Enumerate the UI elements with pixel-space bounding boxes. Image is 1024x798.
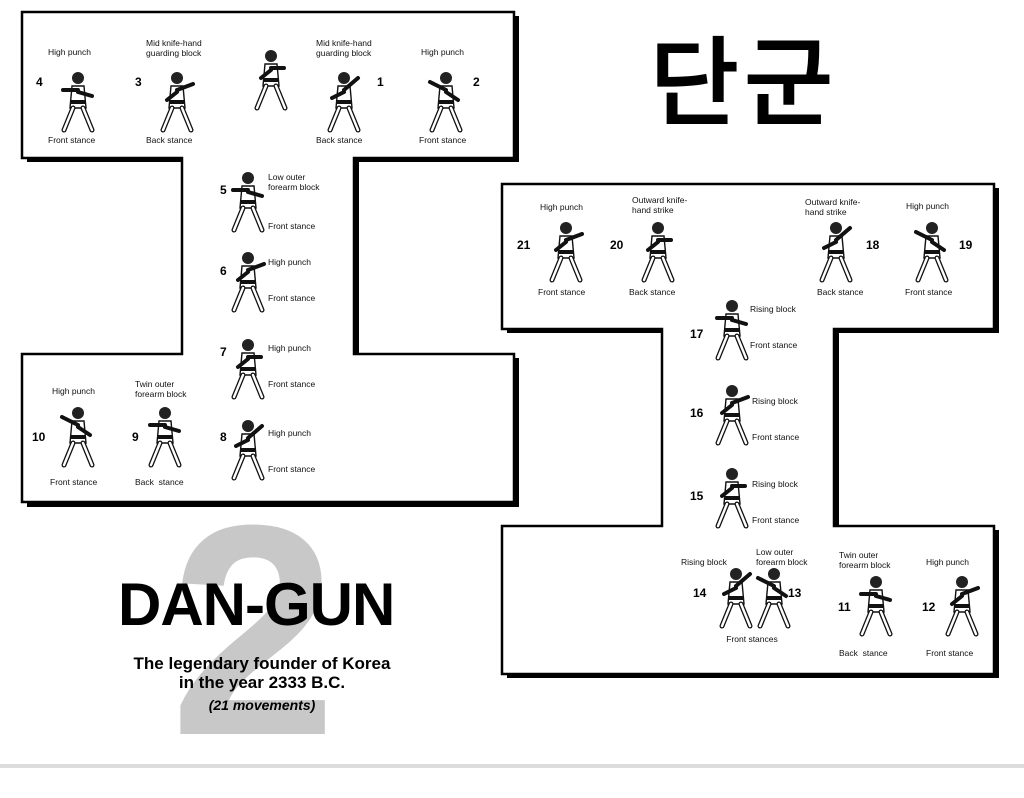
movement-number: 8 [220, 430, 227, 444]
stance-label: Front stance [268, 379, 316, 389]
pattern-number-watermark: 2 [170, 462, 337, 798]
stance-label: Back stance [146, 135, 193, 145]
technique-label: High punch [52, 386, 96, 396]
technique-label: Outward knife- hand strike [805, 197, 861, 217]
movement-figure [251, 48, 291, 112]
stance-label: Front stance [268, 293, 316, 303]
left-path-outline [20, 10, 516, 504]
movement-figure [228, 418, 268, 482]
stance-label: Front stance [268, 464, 316, 474]
technique-label: High punch [268, 343, 312, 353]
movement-figure [712, 298, 752, 362]
movement-number: 18 [866, 238, 880, 252]
movement-number: 5 [220, 183, 227, 197]
technique-label: Twin outer forearm block [839, 550, 891, 570]
movement-number: 11 [838, 600, 851, 614]
movement-number: 1 [377, 75, 384, 89]
movement-figure [228, 250, 268, 314]
stance-label: Front stance [926, 648, 974, 658]
movement-figure [546, 220, 586, 284]
movement-number: 20 [610, 238, 624, 252]
movement-number: 6 [220, 264, 227, 278]
stance-label: Front stance [268, 221, 316, 231]
movement-count: (21 movements) [208, 697, 316, 713]
stance-label: Front stance [419, 135, 467, 145]
movement-figure [856, 574, 896, 638]
movement-number: 4 [36, 75, 43, 89]
movement-figure [58, 70, 98, 134]
technique-label: High punch [540, 202, 584, 212]
technique-label: High punch [906, 201, 950, 211]
technique-label: Rising block [752, 396, 798, 406]
stance-label: Front stance [905, 287, 953, 297]
stance-label: Back stance [316, 135, 363, 145]
movement-number: 2 [473, 75, 480, 89]
stance-label: Front stance [538, 287, 586, 297]
movement-figure [816, 220, 856, 284]
technique-label: Low outer forearm block [756, 547, 808, 567]
stance-label: Front stance [750, 340, 798, 350]
movement-number: 19 [959, 238, 973, 252]
movement-number: 7 [220, 345, 227, 359]
movement-number: 9 [132, 430, 139, 444]
bottom-rule [0, 764, 1024, 768]
movement-figure [712, 466, 752, 530]
technique-label: High punch [421, 47, 465, 57]
movement-number: 12 [922, 600, 936, 614]
technique-label: High punch [268, 257, 312, 267]
stance-label: Back stance [629, 287, 676, 297]
shared-stance-label: Front stances [726, 634, 778, 644]
pattern-subtitle: The legendary founder of Korea in the ye… [133, 654, 391, 692]
technique-label: Mid knife-hand guarding block [146, 38, 202, 58]
stance-label: Front stance [48, 135, 96, 145]
technique-label: Rising block [752, 479, 798, 489]
technique-label: Low outer forearm block [268, 172, 320, 192]
stance-label: Back stance [839, 648, 888, 658]
stance-label: Back stance [135, 477, 184, 487]
movement-figure [58, 405, 98, 469]
technique-label: Twin outer forearm block [135, 379, 187, 399]
movement-figure [942, 574, 982, 638]
technique-label: Rising block [750, 304, 796, 314]
movement-number: 16 [690, 406, 704, 420]
movement-figure [912, 220, 952, 284]
movement-figure [712, 383, 752, 447]
stance-label: Front stance [752, 432, 800, 442]
technique-label: Outward knife- hand strike [632, 195, 688, 215]
movement-figure [228, 337, 268, 401]
movement-figure [426, 70, 466, 134]
movement-number: 14 [693, 586, 707, 600]
movement-number: 17 [690, 327, 704, 341]
movement-figure [716, 566, 756, 630]
stance-label: Back stance [817, 287, 864, 297]
movement-number: 15 [690, 489, 704, 503]
technique-label: High punch [48, 47, 92, 57]
movement-figure [638, 220, 678, 284]
movement-figure [145, 405, 185, 469]
movement-number: 3 [135, 75, 142, 89]
technique-label: High punch [926, 557, 970, 567]
movement-figure [324, 70, 364, 134]
pattern-title: DAN-GUN [118, 571, 395, 638]
movement-number: 10 [32, 430, 46, 444]
technique-label: Rising block [681, 557, 727, 567]
movement-figure [754, 566, 794, 630]
technique-label: High punch [268, 428, 312, 438]
movement-figure [228, 170, 268, 234]
movement-number: 21 [517, 238, 531, 252]
korean-title: 단군 [650, 27, 839, 140]
technique-label: Mid knife-hand guarding block [316, 38, 372, 58]
dan-gun-pattern-diagram: 2 단군 DAN-GUN The legendary founder of Ko… [0, 10, 1024, 780]
movement-number: 13 [788, 586, 802, 600]
stance-label: Front stance [752, 515, 800, 525]
stance-label: Front stance [50, 477, 98, 487]
movement-figure [157, 70, 197, 134]
pattern-outline [20, 10, 999, 678]
right-path-outline [500, 182, 996, 676]
